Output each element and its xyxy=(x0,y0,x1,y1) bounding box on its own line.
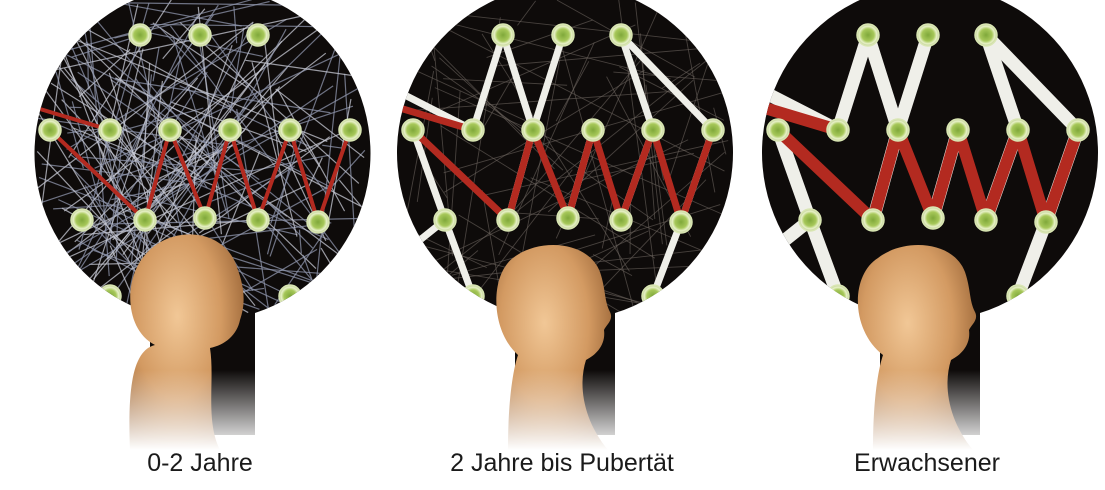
neuron-node xyxy=(1007,119,1029,141)
neuron-node xyxy=(975,24,997,46)
strengthened-link xyxy=(405,296,473,300)
neuron-node xyxy=(219,119,241,141)
neuron-node xyxy=(497,209,519,231)
neuron-node xyxy=(39,119,61,141)
synapse-link xyxy=(321,248,357,308)
neuron-node xyxy=(827,285,849,307)
neuron-node xyxy=(99,119,121,141)
neuron-node xyxy=(552,24,574,46)
neuron-node xyxy=(857,24,879,46)
neuron-node xyxy=(947,119,969,141)
bottom-fade xyxy=(373,370,753,450)
panel-0 xyxy=(10,0,390,450)
neuron-node xyxy=(610,24,632,46)
neuron-node xyxy=(917,24,939,46)
neuron-node xyxy=(279,285,301,307)
strengthened-link xyxy=(770,296,838,300)
caption-infant: 0-2 Jahre xyxy=(35,447,365,479)
panel-1 xyxy=(373,0,753,450)
neuron-node xyxy=(1007,285,1029,307)
neuron-node xyxy=(279,119,301,141)
neuron-node xyxy=(462,285,484,307)
neuron-node xyxy=(307,211,329,233)
neuron-node xyxy=(194,207,216,229)
neuron-node xyxy=(99,285,121,307)
neuron-node xyxy=(462,119,484,141)
neuron-node xyxy=(339,119,361,141)
bottom-fade xyxy=(738,370,1105,450)
neuron-node xyxy=(642,119,664,141)
neuron-node xyxy=(434,209,456,231)
caption-adult: Erwachsener xyxy=(762,447,1092,479)
neuron-node xyxy=(767,119,789,141)
neuron-node xyxy=(557,207,579,229)
neuron-node xyxy=(129,24,151,46)
panel-2 xyxy=(738,0,1105,450)
neuron-node xyxy=(402,119,424,141)
neuron-node xyxy=(799,209,821,231)
neuron-node xyxy=(702,119,724,141)
neuron-node xyxy=(922,207,944,229)
neuron-node xyxy=(492,24,514,46)
neuron-node xyxy=(189,24,211,46)
neuron-node xyxy=(71,209,93,231)
neuron-node xyxy=(247,24,269,46)
neuron-node xyxy=(582,119,604,141)
neuron-node xyxy=(642,285,664,307)
neuron-node xyxy=(1035,211,1057,233)
neuron-node xyxy=(134,209,156,231)
neuron-node xyxy=(159,119,181,141)
bottom-fade xyxy=(10,370,390,450)
neuron-node xyxy=(247,209,269,231)
neuron-node xyxy=(522,119,544,141)
synapse-link xyxy=(60,275,81,324)
neuron-node xyxy=(610,209,632,231)
neuron-node xyxy=(887,119,909,141)
neuron-node xyxy=(1067,119,1089,141)
neuron-node xyxy=(975,209,997,231)
neuron-node xyxy=(827,119,849,141)
neuron-node xyxy=(862,209,884,231)
brain-network-illustration xyxy=(0,0,1105,450)
caption-child: 2 Jahre bis Pubertät xyxy=(397,447,727,479)
neuron-node xyxy=(670,211,692,233)
